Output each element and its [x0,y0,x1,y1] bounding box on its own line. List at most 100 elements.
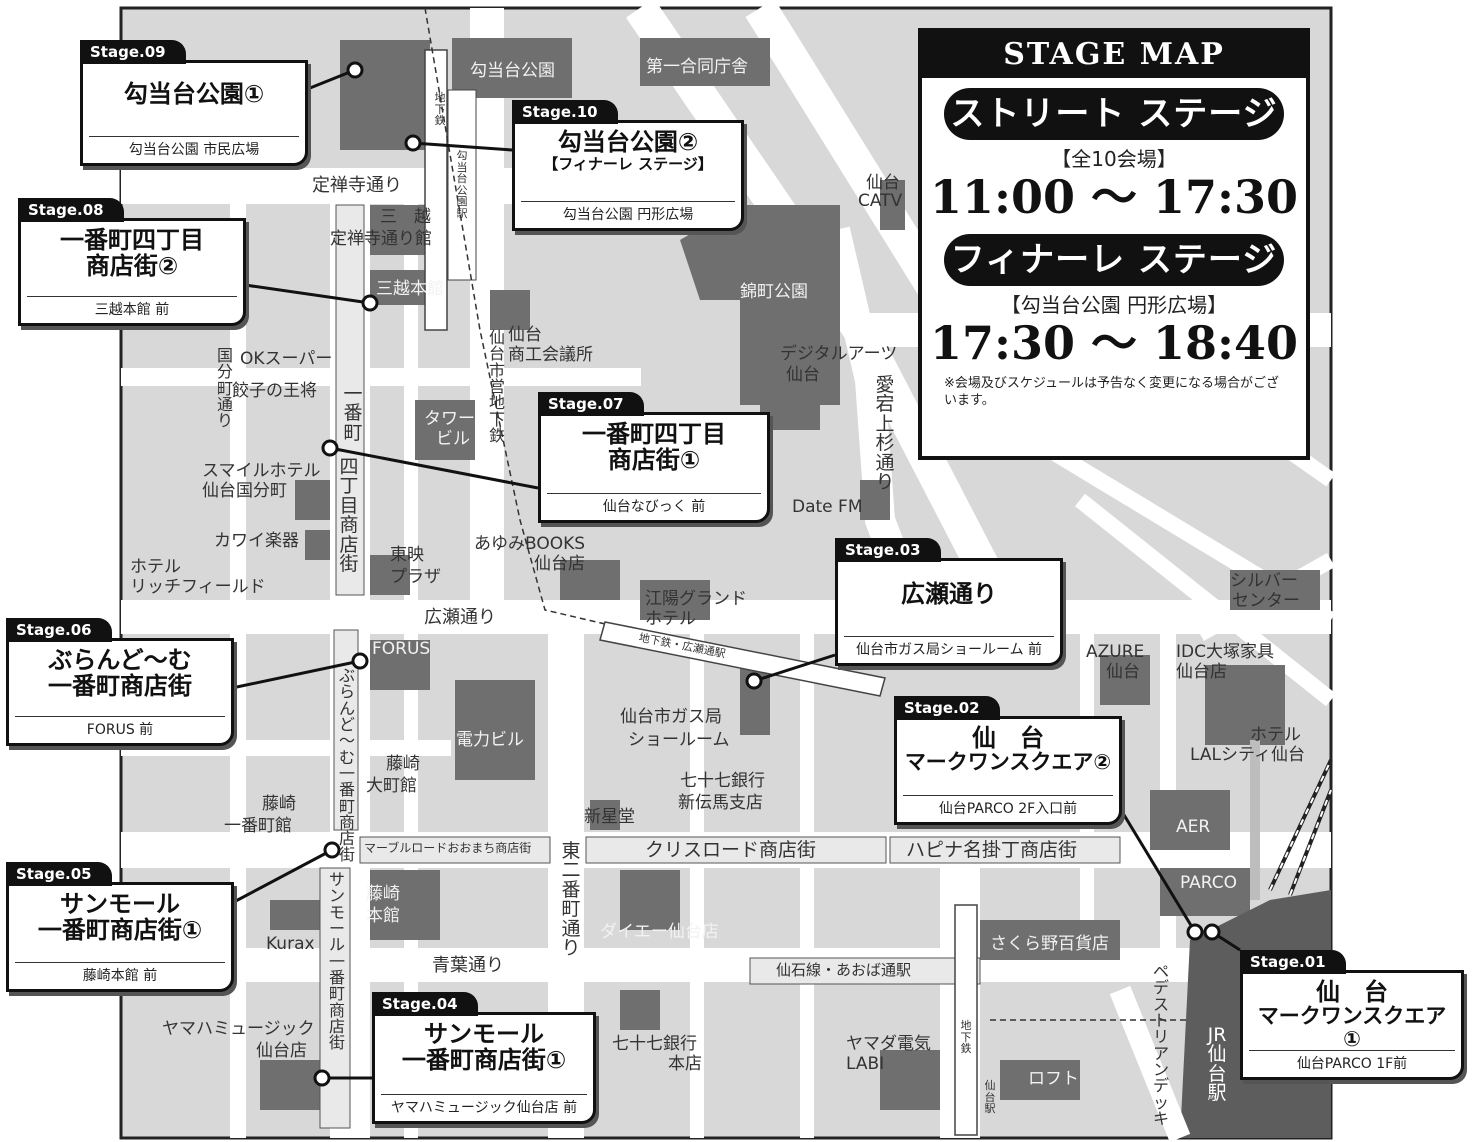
stage-03-location: 仙台市ガス局ショールーム 前 [844,636,1054,659]
label-jr-station-vertical: JR仙台駅 [1207,1024,1227,1105]
label-hapina: ハピナ名掛丁商店街 [906,839,1078,861]
marker-stage05 [323,841,341,859]
label-brandome-vertical: ぶらんど～む一番町商店街 [338,666,355,865]
stage-09-tag: Stage.09 [80,40,186,64]
finale-stage-pill: フィナーレ ステージ [944,234,1284,286]
label-ayumi-2: 仙台店 [534,554,585,574]
label-hotel-rich-2: リッチフィールド [130,577,266,597]
label-gas-1: 仙台市ガス局 [620,707,722,727]
stage-08-location: 三越本館 前 [27,296,237,319]
finale-stage-time: 17:30 ～ 18:40 [929,316,1299,370]
label-hotel-lal-2: LALシティ仙台 [1190,745,1305,765]
label-tower-2: ビル [436,429,470,449]
label-mitsukoshi-jozenji-1: 三 越 [380,207,431,227]
stage-01-tag: Stage.01 [1240,950,1346,974]
stage-01-callout: Stage.01 仙 台 マークワンスクエア① 仙台PARCO 1F前 [1240,950,1464,1080]
label-fujisaki-honkan-1: 藤崎 [366,884,400,904]
marker-stage10 [404,134,422,152]
stage-07-tag: Stage.07 [538,392,644,416]
label-fujisaki-omachi-1: 藤崎 [386,754,420,774]
label-catv-1: 仙台 [866,173,900,193]
label-daiichi-godo: 第一合同庁舎 [646,57,748,77]
label-toei-2: プラザ [390,567,441,587]
label-fujisaki-ichiban-2: 一番町館 [224,816,292,836]
stage-02-tag: Stage.02 [894,696,1000,720]
stage-07-callout: Stage.07 一番町四丁目 商店街① 仙台なびっく 前 [538,392,770,523]
stage-05-tag: Stage.05 [6,862,112,886]
stage-08-title: 一番町四丁目 [60,226,204,254]
stage-markers [313,61,1221,1087]
stage-02-location: 仙台PARCO 2F入口前 [903,795,1113,818]
label-loft: ロフト [1028,1069,1079,1089]
label-koyo-1: 江陽グランド [645,589,747,609]
label-tower-1: タワー [424,409,475,429]
label-silver-1: シルバー [1230,571,1298,591]
label-bank77-hon-1: 七十七銀行 [612,1034,697,1054]
label-kokubuncho-vertical: 国分町通り [216,346,233,431]
label-shoko-1: 仙台 [508,325,542,345]
label-senseki-line: 仙石線・あおば通駅 [776,961,912,979]
label-azure-1: AZURE [1086,642,1145,662]
label-yamada-1: ヤマダ電気 [846,1034,931,1054]
stage-07-subtitle: 商店街① [607,446,701,475]
stage-02-subtitle: マークワンスクエア② [904,750,1112,775]
label-smile-hotel-2: 仙台国分町 [202,481,287,501]
stage-06-title: ぶらんど～む [48,646,192,674]
label-forus: FORUS [372,639,431,659]
marker-stage06 [351,652,369,670]
label-aoba-street: 青葉通り [432,955,504,976]
stage-06-callout: Stage.06 ぶらんど～む 一番町商店街 FORUS 前 [6,618,234,746]
stage-04-location: ヤマハミュージック仙台店 前 [381,1094,587,1117]
label-catv-2: CATV [858,191,903,211]
buildings [260,38,1320,1110]
stage-05-title: サンモール [60,890,180,918]
label-pedestrian-vertical: ペデストリアンデッキ [1152,962,1169,1128]
label-yamaha-2: 仙台店 [256,1041,307,1061]
stage-06-location: FORUS 前 [15,716,225,739]
label-digital-1: デジタルアーツ [780,344,898,364]
label-parco: PARCO [1180,873,1238,893]
label-hirose-street: 広瀬通り [424,607,496,628]
stage-08-subtitle: 商店街② [85,252,179,281]
label-gas-2: ショールーム [628,730,730,750]
label-ichibancho4-vertical: 四丁目商店街 [339,456,359,575]
stage-07-title: 一番町四丁目 [582,420,726,448]
stage-10-location: 勾当台公園 円形広場 [521,201,735,224]
label-aer: AER [1176,817,1211,837]
label-subway-line-vertical: 仙台市営地下鉄 [488,328,505,445]
marker-stage07 [321,439,339,457]
stage-08-callout: Stage.08 一番町四丁目 商店街② 三越本館 前 [18,198,246,326]
label-kotodai-park: 勾当台公園 [470,61,555,81]
stage-03-callout: Stage.03 広瀬通り 仙台市ガス局ショールーム 前 [835,538,1063,666]
stage-01-location: 仙台PARCO 1F前 [1249,1050,1455,1073]
stage-07-location: 仙台なびっく 前 [547,493,761,516]
stage-10-subtitle: 【フィナーレ ステージ】 [543,155,713,174]
stage-04-tag: Stage.04 [372,992,478,1016]
label-koyo-2: ホテル [645,609,696,629]
label-subway-small-2: 地下鉄 [960,1019,972,1056]
stage-10-callout: Stage.10 勾当台公園② 【フィナーレ ステージ】 勾当台公園 円形広場 [512,100,744,231]
marker-stage08 [361,294,379,312]
subway-lines [424,7,1190,1136]
label-subway-small-1: 地下鉄 [434,91,446,128]
marker-stage03 [745,672,763,690]
street-stage-pill: ストリート ステージ [944,88,1284,140]
label-ichibancho-vertical: 一番町 [343,383,363,444]
marker-stage09 [346,61,364,79]
stage-map-panel: STAGE MAP ストリート ステージ 【全10会場】 11:00 ～ 17:… [918,28,1310,460]
label-smile-hotel-1: スマイルホテル [202,461,321,481]
stage-10-tag: Stage.10 [512,100,618,124]
label-ayumi-1: あゆみBOOKS [474,534,586,554]
stage-08-tag: Stage.08 [18,198,124,222]
street-stage-time: 11:00 ～ 17:30 [929,170,1299,224]
label-denryoku: 電力ビル [456,730,524,750]
marker-stage02 [1186,923,1204,941]
label-fujisaki-omachi-2: 大町館 [366,776,417,796]
marker-stage04 [313,1069,331,1087]
label-azure-2: 仙台 [1106,662,1140,682]
label-kurax: Kurax [266,934,315,954]
label-nishikicho-park: 錦町公園 [740,282,808,302]
label-kotodai-station: 勾当台公園駅 [456,149,468,220]
label-bank77-hon-2: 本店 [668,1054,702,1074]
label-sendai-station-small: 仙台駅 [984,1079,996,1116]
